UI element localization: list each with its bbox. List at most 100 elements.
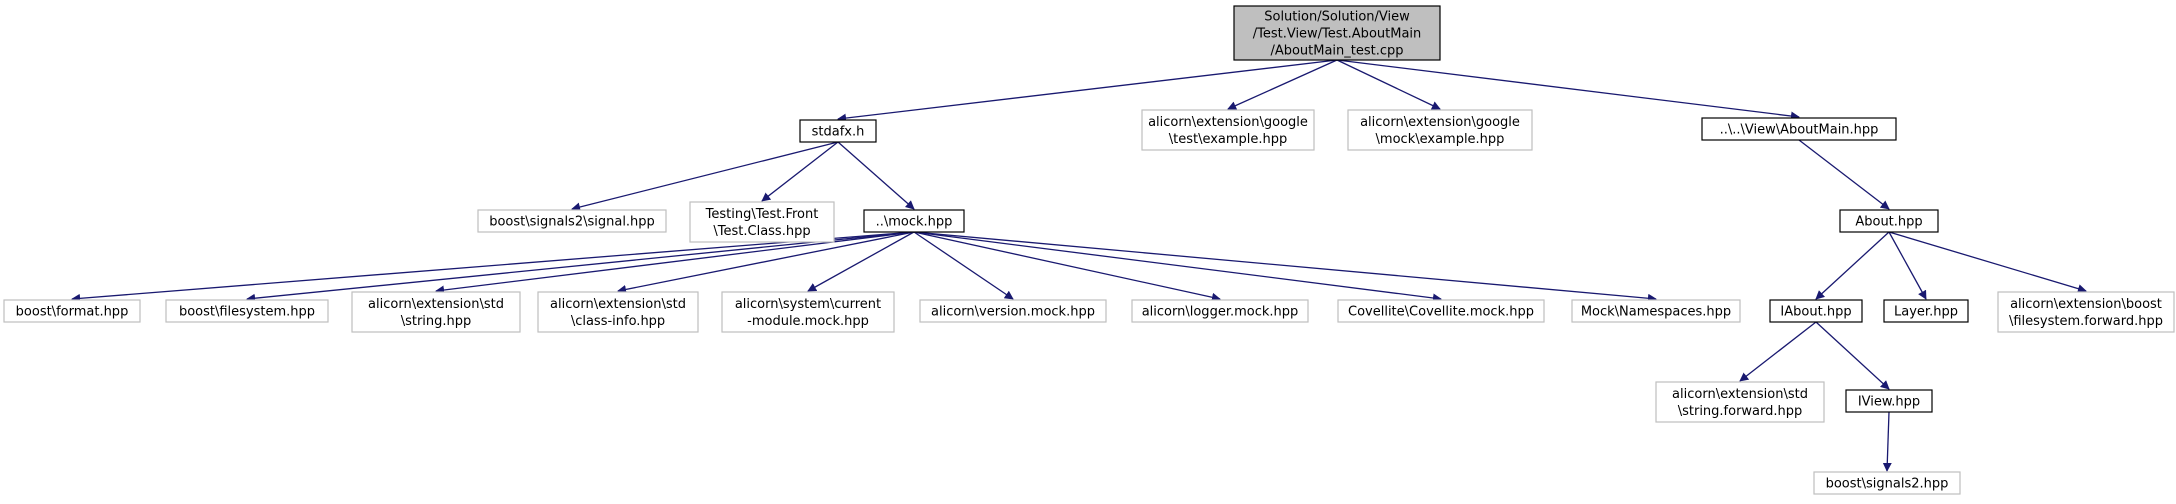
node-box-boost-format <box>3 299 141 323</box>
node-label-google-mock-line-1: alicorn\extension\google <box>1360 115 1520 130</box>
node-logger-mock: alicorn\logger.mock.hpp <box>1131 299 1309 323</box>
node-iabout-hpp[interactable]: IAbout.hpp <box>1769 299 1863 323</box>
node-label-boost-format-line-1: boost\format.hpp <box>16 305 129 320</box>
node-label-aboutmain-hpp-line-1: ..\..\View\AboutMain.hpp <box>1720 123 1879 138</box>
node-label-root-line-1: Solution/Solution/View <box>1264 10 1410 25</box>
node-current-module: alicorn\system\current-module.mock.hpp <box>721 291 895 333</box>
edge-root-to-aboutmain-hpp <box>1336 59 1800 121</box>
node-label-about-hpp-line-1: About.hpp <box>1855 215 1922 230</box>
node-about-hpp[interactable]: About.hpp <box>1839 209 1939 233</box>
node-label-google-test-line-1: alicorn\extension\google <box>1148 115 1308 130</box>
node-box-current-module <box>721 291 895 333</box>
node-boost-format: boost\format.hpp <box>3 299 141 323</box>
node-iview-hpp[interactable]: IView.hpp <box>1845 389 1933 413</box>
node-boost-filesystem: boost\filesystem.hpp <box>165 299 329 323</box>
edge-stdafx-to-testing-front <box>761 141 839 202</box>
node-label-boost-signals2-line-1: boost\signals2.hpp <box>1826 477 1949 492</box>
node-version-mock: alicorn\version.mock.hpp <box>919 299 1107 323</box>
node-label-testing-front-line-1: Testing\Test.Front <box>705 207 819 222</box>
node-box-mock-hpp <box>863 209 965 233</box>
node-std-string: alicorn\extension\std \string.hpp <box>351 291 521 333</box>
node-box-logger-mock <box>1131 299 1309 323</box>
node-box-iview-hpp <box>1845 389 1933 413</box>
edge-iview-hpp-to-boost-signals2 <box>1882 411 1892 472</box>
edge-about-hpp-to-boost-fs-forward <box>1888 231 2087 293</box>
edge-mock-hpp-to-mock-namespaces <box>913 231 1657 303</box>
node-aboutmain-hpp[interactable]: ..\..\View\AboutMain.hpp <box>1701 117 1897 141</box>
node-label-layer-hpp-line-1: Layer.hpp <box>1894 305 1958 320</box>
node-label-std-string-forward-line-1: alicorn\extension\std <box>1672 387 1808 402</box>
node-boost-signals2: boost\signals2.hpp <box>1813 471 1961 495</box>
node-label-stdafx-line-1: stdafx.h <box>812 125 865 140</box>
edge-iabout-hpp-to-iview-hpp <box>1815 321 1890 390</box>
edge-about-hpp-to-layer-hpp <box>1888 231 1927 300</box>
edge-about-hpp-to-iabout-hpp <box>1815 231 1890 300</box>
edge-aboutmain-hpp-to-about-hpp <box>1798 139 1890 210</box>
node-box-layer-hpp <box>1883 299 1969 323</box>
node-label-std-string-line-2: \string.hpp <box>401 314 472 329</box>
node-label-std-class-info-line-1: alicorn\extension\std <box>550 297 686 312</box>
edge-root-to-google-mock <box>1336 59 1441 110</box>
edge-root-to-google-test <box>1227 59 1338 110</box>
node-label-boost-signal-line-1: boost\signals2\signal.hpp <box>489 215 655 230</box>
node-box-google-mock <box>1347 109 1533 151</box>
node-box-iabout-hpp <box>1769 299 1863 323</box>
node-box-aboutmain-hpp <box>1701 117 1897 141</box>
edge-iabout-hpp-to-std-string-forward <box>1739 321 1817 382</box>
node-box-std-string <box>351 291 521 333</box>
dependency-edges <box>71 59 2087 472</box>
node-label-google-mock-line-2: \mock\example.hpp <box>1376 132 1505 147</box>
node-label-current-module-line-2: -module.mock.hpp <box>747 314 869 329</box>
node-box-google-test <box>1141 109 1315 151</box>
node-box-covellite-mock <box>1337 299 1545 323</box>
node-box-about-hpp <box>1839 209 1939 233</box>
node-covellite-mock: Covellite\Covellite.mock.hpp <box>1337 299 1545 323</box>
node-label-mock-hpp-line-1: ..\mock.hpp <box>876 215 953 230</box>
node-google-test: alicorn\extension\google \test\example.hp… <box>1141 109 1315 151</box>
edge-mock-hpp-to-logger-mock <box>913 231 1221 302</box>
node-layer-hpp[interactable]: Layer.hpp <box>1883 299 1969 323</box>
node-box-stdafx <box>799 119 877 143</box>
node-box-boost-filesystem <box>165 299 329 323</box>
node-std-string-forward: alicorn\extension\std \string.forward.hpp <box>1655 381 1825 423</box>
node-testing-front: Testing\Test.Front \Test.Class.hpp <box>689 201 835 243</box>
node-boost-signal: boost\signals2\signal.hpp <box>477 209 667 233</box>
node-label-covellite-mock-line-1: Covellite\Covellite.mock.hpp <box>1348 305 1534 320</box>
node-box-testing-front <box>689 201 835 243</box>
node-mock-hpp[interactable]: ..\mock.hpp <box>863 209 965 233</box>
edge-mock-hpp-to-current-module <box>807 231 915 292</box>
edge-stdafx-to-mock-hpp <box>837 141 915 210</box>
edge-stdafx-to-boost-signal <box>571 141 839 212</box>
node-mock-namespaces: Mock\Namespaces.hpp <box>1571 299 1741 323</box>
edge-mock-hpp-to-version-mock <box>913 231 1014 300</box>
node-label-google-test-line-2: \test\example.hpp <box>1169 132 1288 147</box>
node-box-version-mock <box>919 299 1107 323</box>
node-stdafx[interactable]: stdafx.h <box>799 119 877 143</box>
node-box-boost-signal <box>477 209 667 233</box>
node-box-boost-fs-forward <box>1997 291 2175 333</box>
file-nodes: Solution/Solution/View/Test.View/Test.Ab… <box>3 5 2175 495</box>
node-label-boost-fs-forward-line-2: \filesystem.forward.hpp <box>2009 314 2163 329</box>
node-label-iabout-hpp-line-1: IAbout.hpp <box>1780 305 1851 320</box>
node-label-boost-fs-forward-line-1: alicorn\extension\boost <box>2010 297 2162 312</box>
node-root[interactable]: Solution/Solution/View/Test.View/Test.Ab… <box>1233 5 1441 61</box>
node-label-version-mock-line-1: alicorn\version.mock.hpp <box>931 305 1095 320</box>
node-label-iview-hpp-line-1: IView.hpp <box>1858 395 1920 410</box>
edge-mock-hpp-to-std-class-info <box>617 231 915 294</box>
edge-mock-hpp-to-boost-filesystem <box>246 231 915 303</box>
node-box-boost-signals2 <box>1813 471 1961 495</box>
node-google-mock: alicorn\extension\google \mock\example.hp… <box>1347 109 1533 151</box>
edge-mock-hpp-to-std-string <box>435 231 915 295</box>
edge-root-to-stdafx <box>837 59 1338 123</box>
node-boost-fs-forward: alicorn\extension\boost \filesystem.forwa… <box>1997 291 2175 333</box>
node-label-mock-namespaces-line-1: Mock\Namespaces.hpp <box>1581 305 1731 320</box>
node-label-std-class-info-line-2: \class-info.hpp <box>571 314 665 329</box>
node-label-std-string-forward-line-2: \string.forward.hpp <box>1678 404 1803 419</box>
node-label-testing-front-line-2: \Test.Class.hpp <box>713 224 810 239</box>
node-label-std-string-line-1: alicorn\extension\std <box>368 297 504 312</box>
edge-mock-hpp-to-boost-format <box>71 231 915 303</box>
node-box-root <box>1233 5 1441 61</box>
node-label-root-line-3: /AboutMain_test.cpp <box>1270 44 1403 59</box>
node-box-std-string-forward <box>1655 381 1825 423</box>
